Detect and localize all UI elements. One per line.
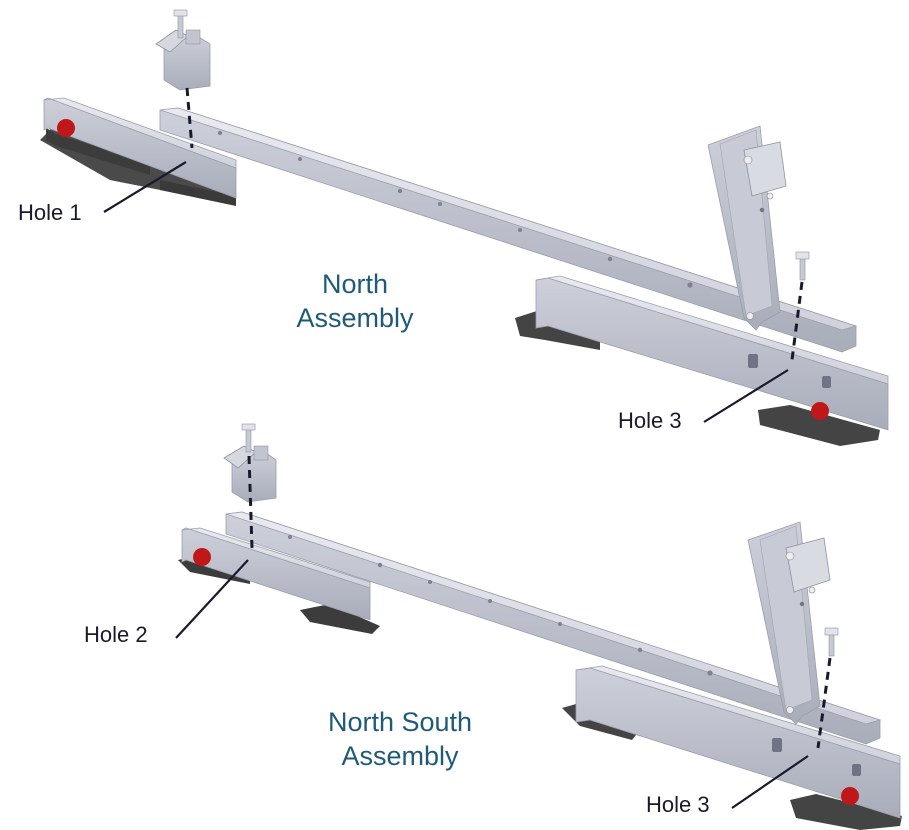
rubber-pad (160, 180, 236, 206)
hole-3-label: Hole 3 (618, 408, 682, 433)
hole-marker-icon (57, 119, 75, 137)
title-line: North (321, 269, 389, 299)
rubber-pad (790, 794, 902, 830)
alignment-line (247, 455, 254, 549)
tilt-bracket-icon (747, 521, 831, 725)
north-assembly (40, 9, 889, 446)
title-line: Assembly (296, 302, 414, 333)
leader-line (103, 161, 187, 213)
title-line: Assembly (341, 740, 459, 771)
hole-2-label: Hole 2 (84, 622, 148, 647)
rubber-pad (46, 128, 150, 175)
hole-marker-icon (841, 787, 859, 805)
leader-line (731, 755, 809, 809)
tilt-bracket-icon (707, 125, 787, 331)
clamp-icon (155, 29, 211, 91)
alignment-line (816, 657, 832, 749)
right-ballast-rail (562, 665, 902, 830)
leader-line (703, 369, 789, 423)
north-assembly-title: North Assembly (270, 268, 440, 336)
rubber-pad (758, 405, 880, 446)
cross-rail (159, 107, 858, 353)
leader-line (175, 559, 249, 639)
rubber-pad (300, 604, 380, 634)
hole-1-label: Hole 1 (18, 200, 82, 225)
cross-rail (225, 511, 882, 745)
alignment-line (185, 87, 194, 149)
title-line: North South (327, 707, 473, 737)
bolt-icon (241, 423, 256, 453)
bolt-icon (795, 251, 810, 281)
hole-marker-icon (193, 548, 211, 566)
hole-marker-icon (811, 402, 829, 420)
bolt-icon (824, 627, 839, 657)
right-ballast-rail (515, 275, 889, 446)
bolt-icon (173, 9, 188, 39)
hole-3-label: Hole 3 (646, 792, 710, 817)
north-south-assembly-title: North South Assembly (300, 706, 500, 774)
north-south-assembly (175, 423, 902, 830)
left-ballast-rail (40, 97, 237, 206)
